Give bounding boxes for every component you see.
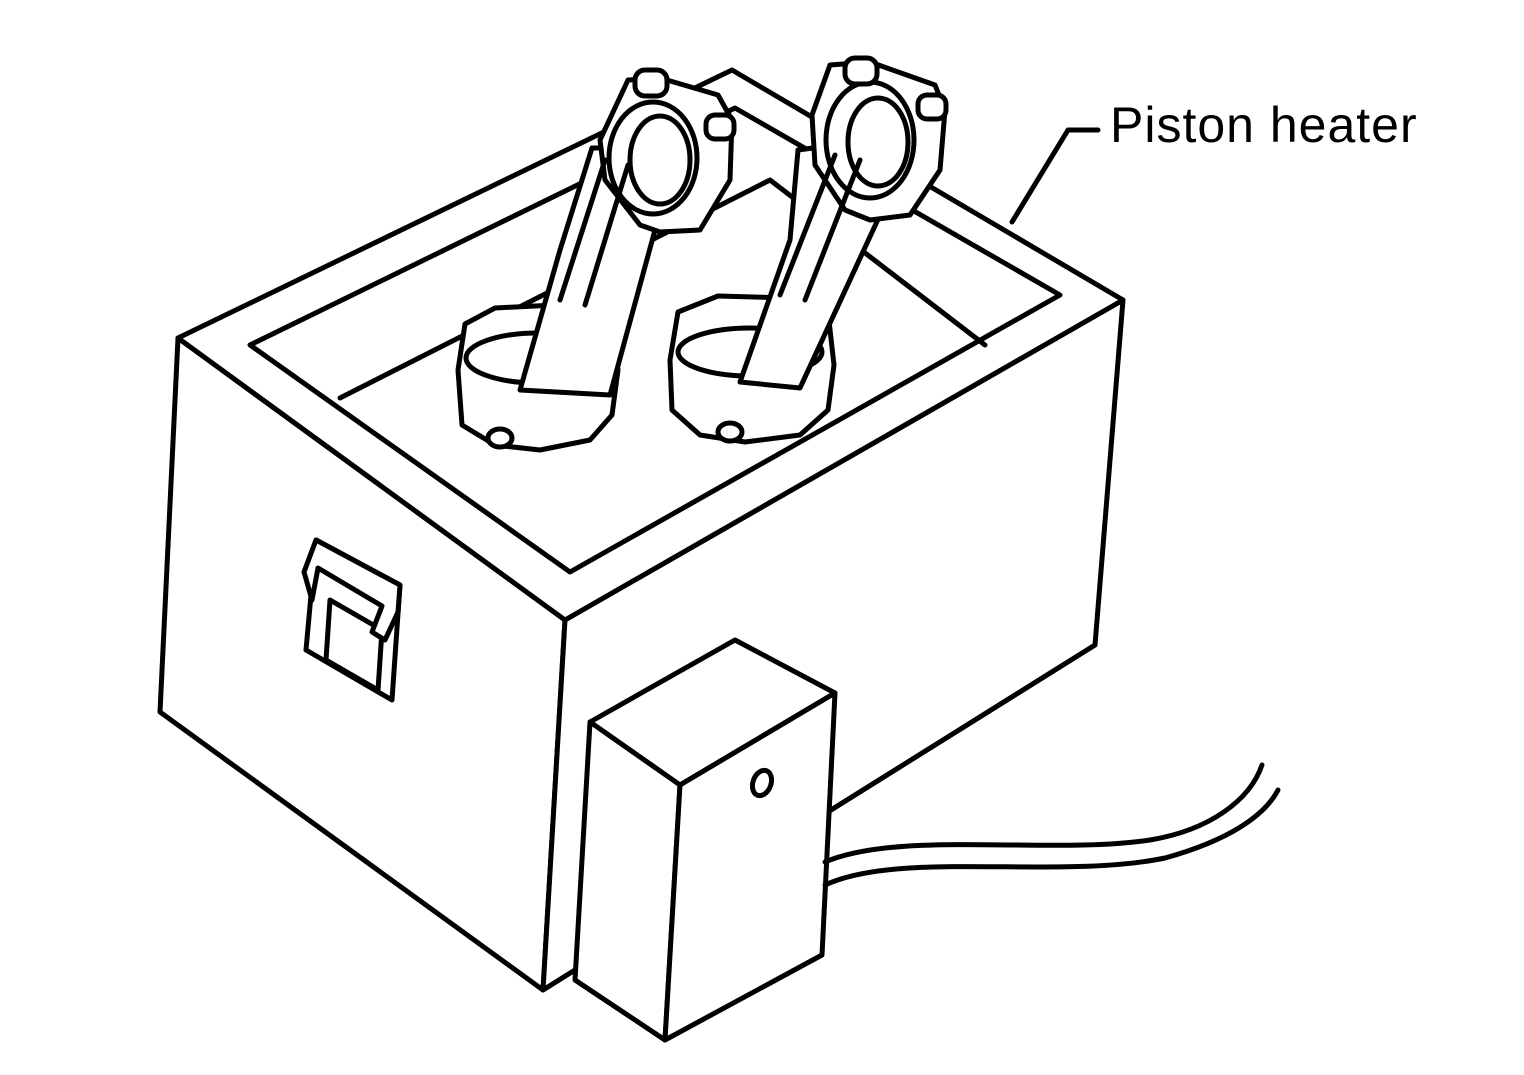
piston-heater-label: Piston heater xyxy=(1110,97,1418,153)
callout-leader-line xyxy=(1009,127,1101,225)
control-box-indicator xyxy=(749,767,775,799)
connecting-rod-left xyxy=(455,67,737,453)
power-cord xyxy=(822,762,1281,888)
connecting-rod-right xyxy=(667,55,949,445)
box-handle xyxy=(301,537,403,703)
control-box-side xyxy=(662,690,838,1043)
control-box xyxy=(572,637,838,1043)
